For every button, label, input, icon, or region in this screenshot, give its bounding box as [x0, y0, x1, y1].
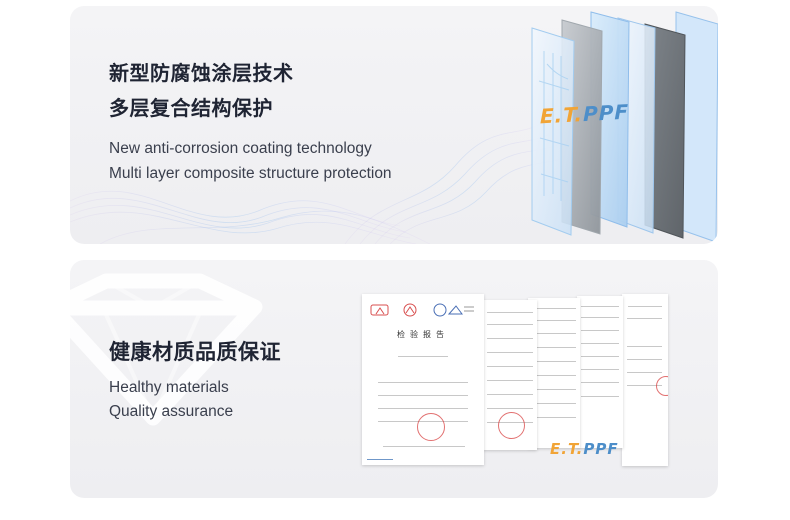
report-page-2 [483, 300, 537, 450]
certification-icons [370, 303, 474, 317]
coating-title-line-1: 新型防腐蚀涂层技术 [109, 61, 294, 85]
inspection-report-title: 检验报告 [397, 330, 449, 339]
coating-subtitle-line-1: New anti-corrosion coating technology [109, 140, 372, 157]
etppf-logo-prefix: E.T. [540, 102, 584, 129]
coating-title-line-2: 多层复合结构保护 [109, 96, 273, 120]
panel-stack-graphic [531, 11, 718, 243]
etppf-report-logo-prefix: E.T. [550, 440, 584, 458]
etppf-report-logo: E.T.PPF [550, 442, 619, 457]
layered-panel-illustration: E.T.PPF [440, 6, 718, 244]
coating-subtitle-line-2: Multi layer composite structure protecti… [109, 165, 392, 182]
report-cover-page: 检验报告 [362, 294, 484, 465]
etppf-panel-logo: E.T.PPF [540, 99, 630, 129]
report-page-4 [577, 296, 623, 448]
quality-title: 健康材质品质保证 [109, 340, 281, 364]
feature-card-coating: 新型防腐蚀涂层技术 多层复合结构保护 New anti-corrosion co… [70, 6, 718, 244]
report-page-5 [622, 294, 668, 466]
quality-subtitle-line-1: Healthy materials [109, 379, 229, 396]
inspection-report-stack: 检验报告 E.T.PPF [362, 294, 672, 469]
etppf-logo-suffix: PPF [583, 99, 630, 127]
feature-card-quality: 健康材质品质保证 Healthy materials Quality assur… [70, 260, 718, 498]
etppf-report-logo-suffix: PPF [583, 440, 619, 458]
quality-subtitle-line-2: Quality assurance [109, 403, 234, 420]
